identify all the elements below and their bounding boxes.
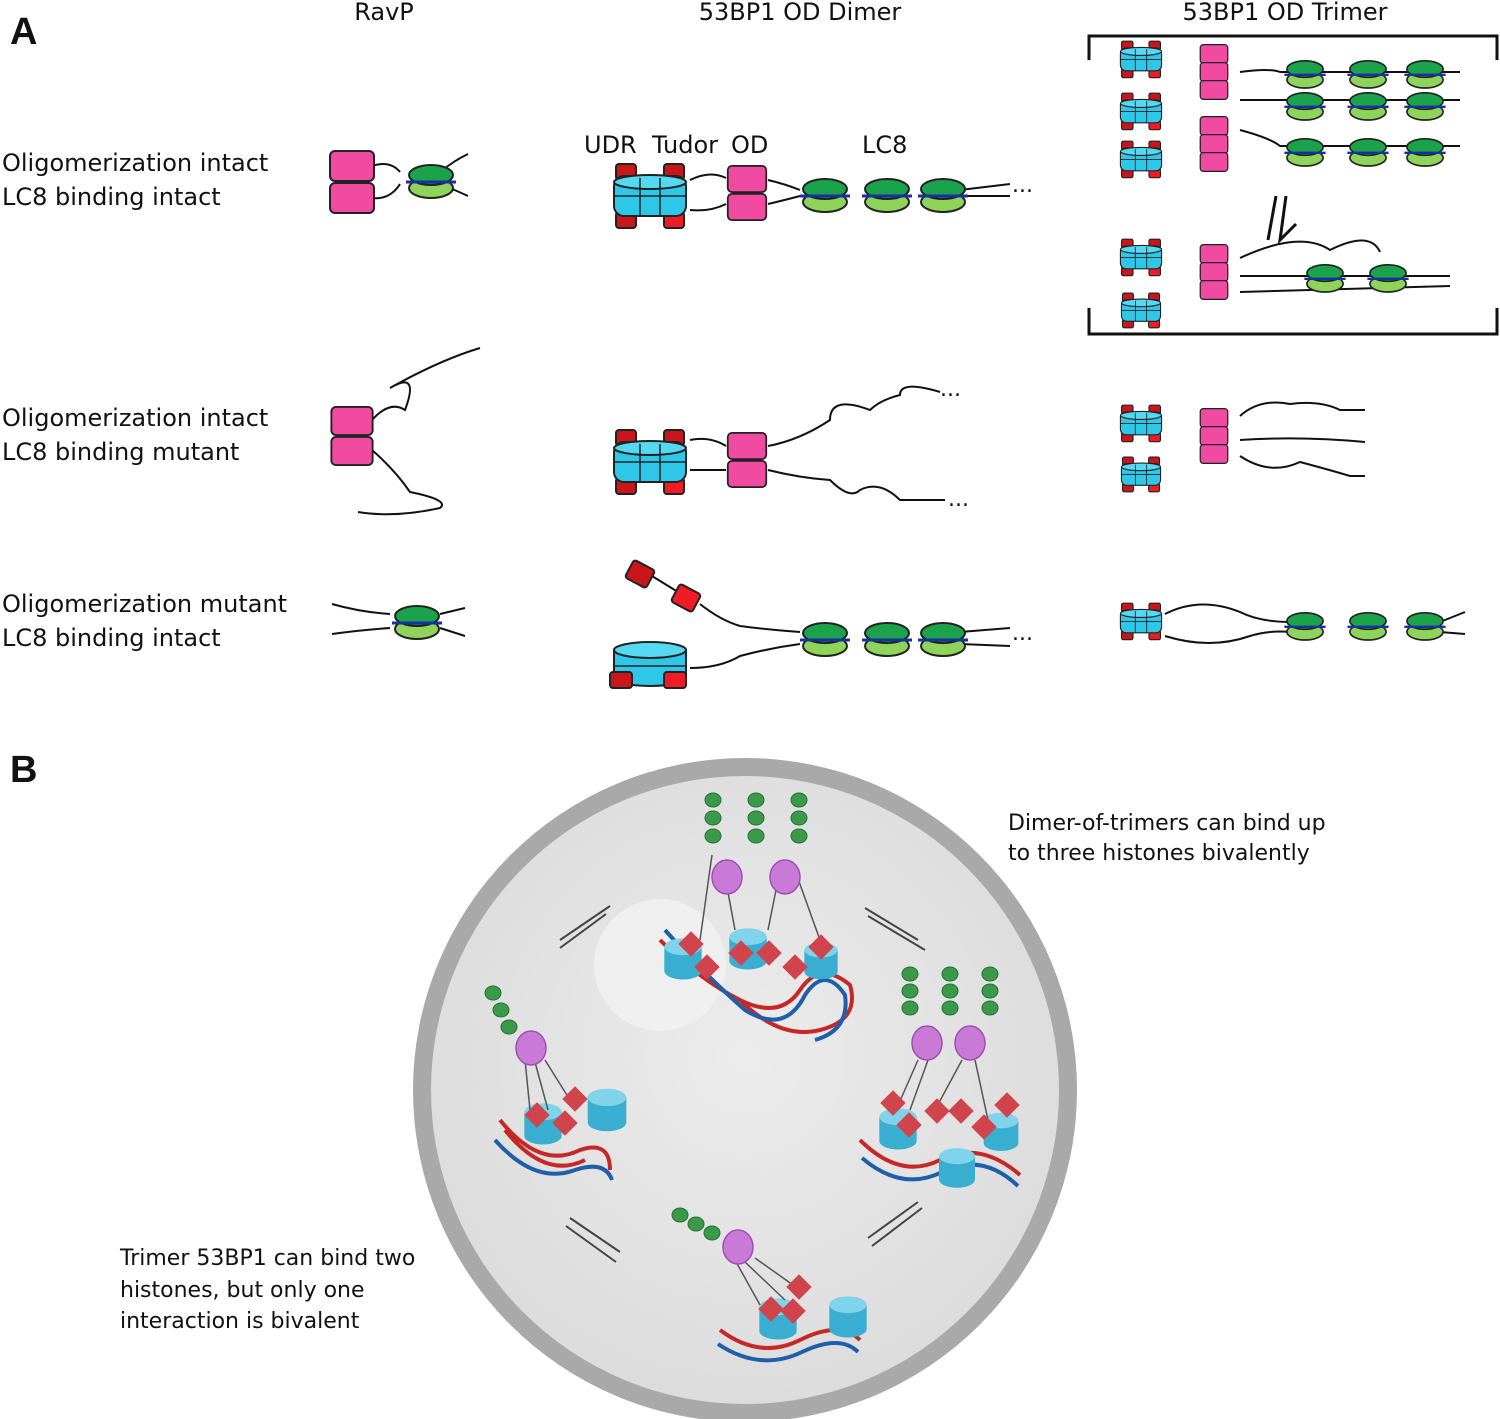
column-header-dimer: 53BP1 OD Dimer <box>699 0 902 26</box>
domain-label-tudor: Tudor <box>651 131 718 159</box>
right-complex <box>858 966 1022 1188</box>
domain-label-udr: UDR <box>584 131 637 159</box>
row3-label-line1: Oligomerization mutant <box>2 590 287 618</box>
ellipsis-row3: ... <box>1012 621 1033 646</box>
annotation-top-line2: to three histones bivalently <box>1008 841 1310 866</box>
ravp-row3-construct <box>331 603 466 641</box>
domain-label-lc8: LC8 <box>862 131 907 159</box>
left-complex <box>484 985 627 1181</box>
ellipsis-row2-bottom: ... <box>948 487 969 512</box>
nucleus <box>413 758 1077 1419</box>
annotation-bottom-line2: histones, but only one <box>120 1278 365 1303</box>
panel-a-label: A <box>10 11 37 53</box>
row1-label-line1: Oligomerization intact <box>2 149 268 177</box>
row3-label-line2: LC8 binding intact <box>2 624 221 652</box>
column-header-trimer: 53BP1 OD Trimer <box>1182 0 1387 26</box>
dimer-row3-construct: ... <box>609 559 1033 689</box>
annotation-bottom-line3: interaction is bivalent <box>120 1309 360 1334</box>
ellipsis-row2-top: ... <box>940 377 961 402</box>
ravp-row1-construct <box>329 150 469 214</box>
row2-label-line1: Oligomerization intact <box>2 404 268 432</box>
dimer-row1-construct: ... <box>613 163 1033 229</box>
row1-label-line2: LC8 binding intact <box>2 183 221 211</box>
trimer-row3-construct <box>1119 602 1466 644</box>
ravp-row2-construct <box>330 347 481 516</box>
equilibrium-arrows <box>559 905 926 1263</box>
annotation-top-line1: Dimer-of-trimers can bind up <box>1008 811 1326 836</box>
row2-label-line2: LC8 binding mutant <box>2 438 239 466</box>
dimer-row2-construct: ... ... <box>613 377 969 512</box>
panel-b-label: B <box>10 749 37 791</box>
trimer-row2-construct <box>1119 401 1366 493</box>
ellipsis-row1: ... <box>1012 173 1033 198</box>
column-header-ravp: RavP <box>354 0 414 26</box>
annotation-bottom-line1: Trimer 53BP1 can bind two <box>119 1246 415 1271</box>
domain-label-od: OD <box>731 131 768 159</box>
top-complex <box>658 792 854 1042</box>
trimer-row1-construct <box>1087 34 1499 336</box>
